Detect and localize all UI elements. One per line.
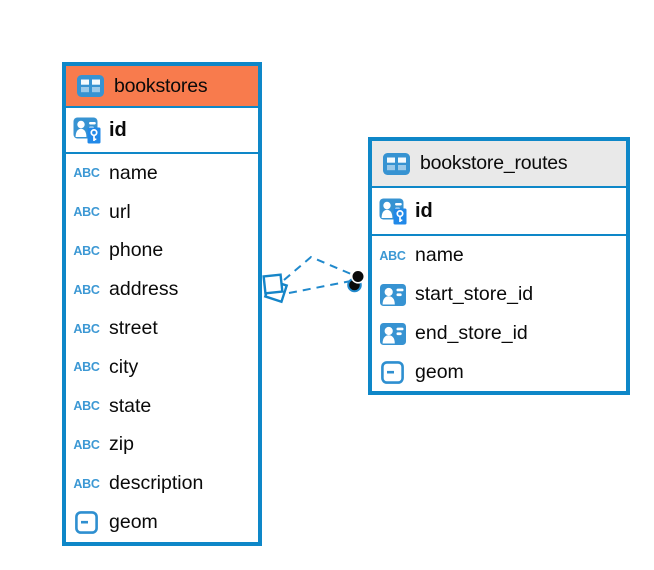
column-name: id <box>415 199 433 222</box>
column-row[interactable]: geom <box>66 503 258 542</box>
reference-type-icon <box>377 322 408 345</box>
text-type-icon: ABC <box>73 476 100 491</box>
text-type-icon: ABC <box>73 205 100 220</box>
column-name: start_store_id <box>415 283 534 305</box>
column-name: id <box>109 118 127 141</box>
column-row[interactable]: ABC name <box>372 236 626 275</box>
column-row[interactable]: start_store_id <box>372 275 626 314</box>
column-row[interactable]: ABC phone <box>66 232 258 271</box>
column-name: description <box>109 472 204 495</box>
text-type-icon: ABC <box>73 399 100 414</box>
column-name: geom <box>415 361 464 383</box>
geometry-type-icon <box>377 361 408 384</box>
column-name: address <box>109 278 179 301</box>
column-name: name <box>109 161 158 184</box>
text-type-icon: ABC <box>73 282 100 297</box>
text-type-icon: ABC <box>73 243 100 258</box>
text-type-icon: ABC <box>73 321 100 336</box>
relationship-line-upper[interactable] <box>283 255 352 281</box>
column-name: name <box>415 244 464 266</box>
column-row[interactable]: ABC name <box>66 154 258 193</box>
table-title: bookstores <box>114 74 208 97</box>
column-name: phone <box>109 239 164 262</box>
text-type-icon: ABC <box>73 437 100 452</box>
column-name: state <box>109 394 152 417</box>
text-type-icon: ABC <box>73 360 100 375</box>
relationship-line-lower[interactable] <box>288 280 352 294</box>
column-row[interactable]: ABC zip <box>66 426 258 465</box>
column-row[interactable]: ABC street <box>66 309 258 348</box>
one-end-marker[interactable] <box>347 269 366 293</box>
column-row[interactable]: end_store_id <box>372 314 626 353</box>
table-bookstore-routes[interactable]: bookstore_routes id ABC name <box>368 137 630 395</box>
column-name: zip <box>109 433 134 456</box>
table-header-bookstore-routes[interactable]: bookstore_routes <box>372 141 626 188</box>
column-name: end_store_id <box>415 322 528 344</box>
column-name: street <box>109 317 158 340</box>
many-end-marker[interactable] <box>262 273 289 304</box>
reference-type-icon <box>377 283 408 306</box>
column-name: geom <box>109 511 158 534</box>
column-row-id[interactable]: id <box>66 108 258 154</box>
primary-key-icon <box>377 198 408 225</box>
column-row[interactable]: ABC url <box>66 193 258 232</box>
column-row[interactable]: ABC state <box>66 387 258 426</box>
text-type-icon: ABC <box>379 248 406 263</box>
column-row[interactable]: geom <box>372 353 626 391</box>
column-name: url <box>109 200 131 223</box>
text-type-icon: ABC <box>73 166 100 181</box>
column-row-id[interactable]: id <box>372 188 626 236</box>
column-row[interactable]: ABC city <box>66 348 258 387</box>
table-icon <box>75 75 106 97</box>
column-row[interactable]: ABC address <box>66 270 258 309</box>
column-row[interactable]: ABC description <box>66 464 258 503</box>
column-name: city <box>109 355 139 378</box>
table-title: bookstore_routes <box>420 152 568 174</box>
table-header-bookstores[interactable]: bookstores <box>66 66 258 108</box>
primary-key-icon <box>71 117 102 144</box>
table-icon <box>381 152 412 175</box>
geometry-type-icon <box>71 511 102 534</box>
table-bookstores[interactable]: bookstores id ABC name <box>62 62 262 546</box>
